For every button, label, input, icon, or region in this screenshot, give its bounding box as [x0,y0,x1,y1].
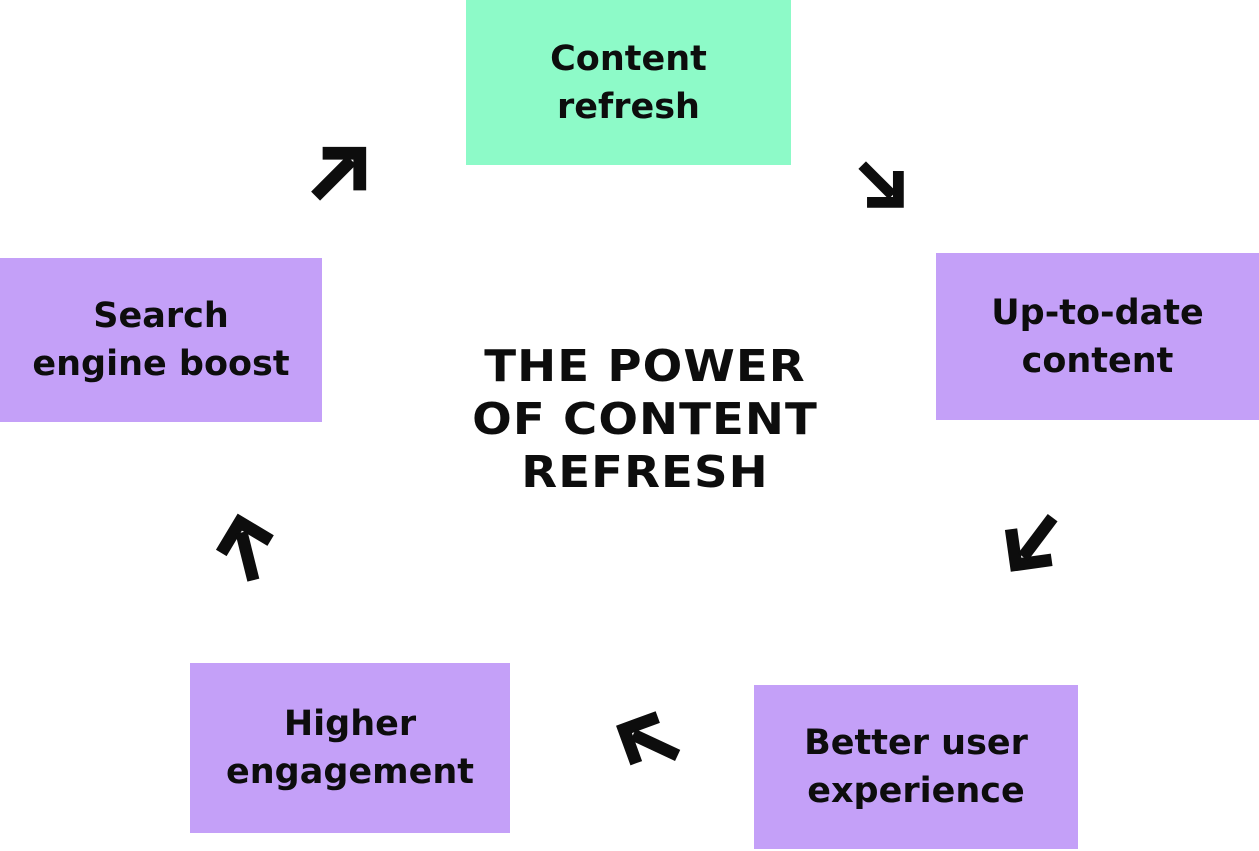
title-line-3: REFRESH [521,446,769,498]
page-title: THE POWER OF CONTENT REFRESH [417,334,873,504]
title-line-1: THE POWER [484,340,806,392]
node-label-line: engagement [226,752,474,792]
node-up-to-date-content: Up-to-date content [936,253,1259,420]
node-label-line: Better user [804,723,1028,763]
node-label-line: Higher [283,704,417,744]
arrow-left-up-icon [616,711,681,766]
arrow-down-right-icon [858,161,904,208]
node-label-line: Search [93,296,229,336]
arrow-up-icon [215,513,274,582]
arrow-up-right-icon [311,146,367,201]
node-content-refresh: Content refresh [466,0,791,165]
node-label-line: Content [550,38,707,79]
node-label-line: Up-to-date [991,292,1204,333]
node-label-line: engine boost [32,344,290,384]
arrow-down-left-icon [1004,514,1058,572]
node-label-line: experience [807,771,1025,811]
node-label-line: refresh [557,86,700,127]
node-better-user-experience: Better user experience [754,685,1078,849]
node-label-line: content [1021,340,1174,381]
node-higher-engagement: Higher engagement [190,663,510,833]
node-search-engine-boost: Search engine boost [0,258,322,422]
title-line-2: OF CONTENT [472,393,818,445]
